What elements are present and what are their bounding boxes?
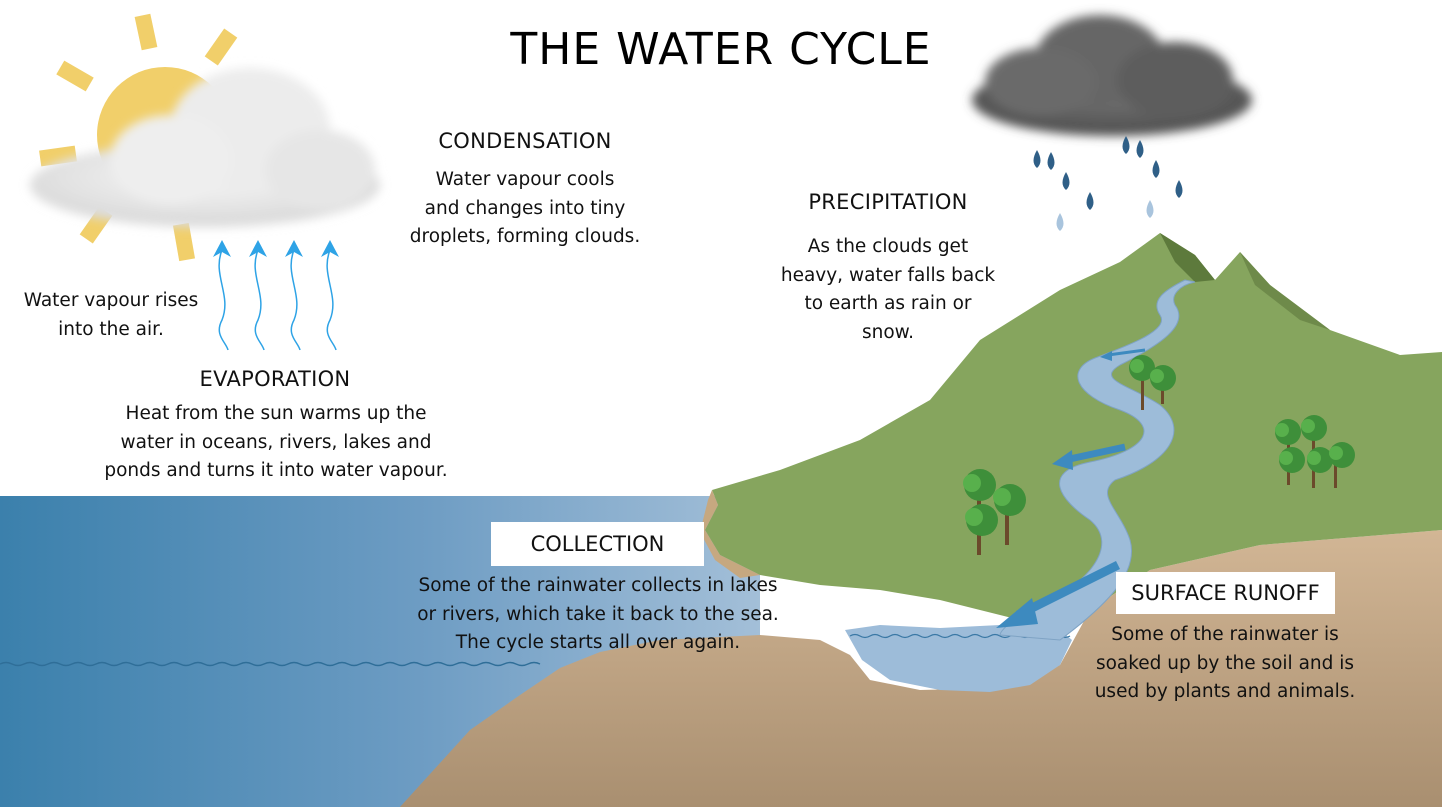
page-title: THE WATER CYCLE <box>510 24 932 75</box>
mountain-icon <box>700 233 1442 630</box>
precipitation-text: As the clouds get heavy, water falls bac… <box>780 236 996 343</box>
raindrop-icon <box>1033 136 1183 231</box>
vapour-arrow-icon <box>218 249 337 351</box>
river-icon <box>996 279 1196 641</box>
precipitation-heading: PRECIPITATION <box>808 190 968 214</box>
surface-runoff-text: Some of the rainwater is soaked up by th… <box>1094 624 1356 702</box>
surface-runoff-heading: SURFACE RUNOFF <box>1116 572 1335 614</box>
tree-icon <box>963 355 1355 555</box>
collection-heading: COLLECTION <box>491 522 704 566</box>
rain-cloud-icon <box>972 15 1252 136</box>
evaporation-heading: EVAPORATION <box>199 367 351 391</box>
evaporation-text: Heat from the sun warms up the water in … <box>104 403 448 481</box>
collection-text: Some of the rainwater collects in lakes … <box>417 575 779 653</box>
condensation-heading: CONDENSATION <box>438 129 612 153</box>
vapour-arrowheads <box>213 240 339 257</box>
vapour-rises-text: Water vapour rises into the air. <box>23 290 199 340</box>
condensation-text: Water vapour cools and changes into tiny… <box>409 169 641 247</box>
cloud-icon <box>30 68 380 227</box>
